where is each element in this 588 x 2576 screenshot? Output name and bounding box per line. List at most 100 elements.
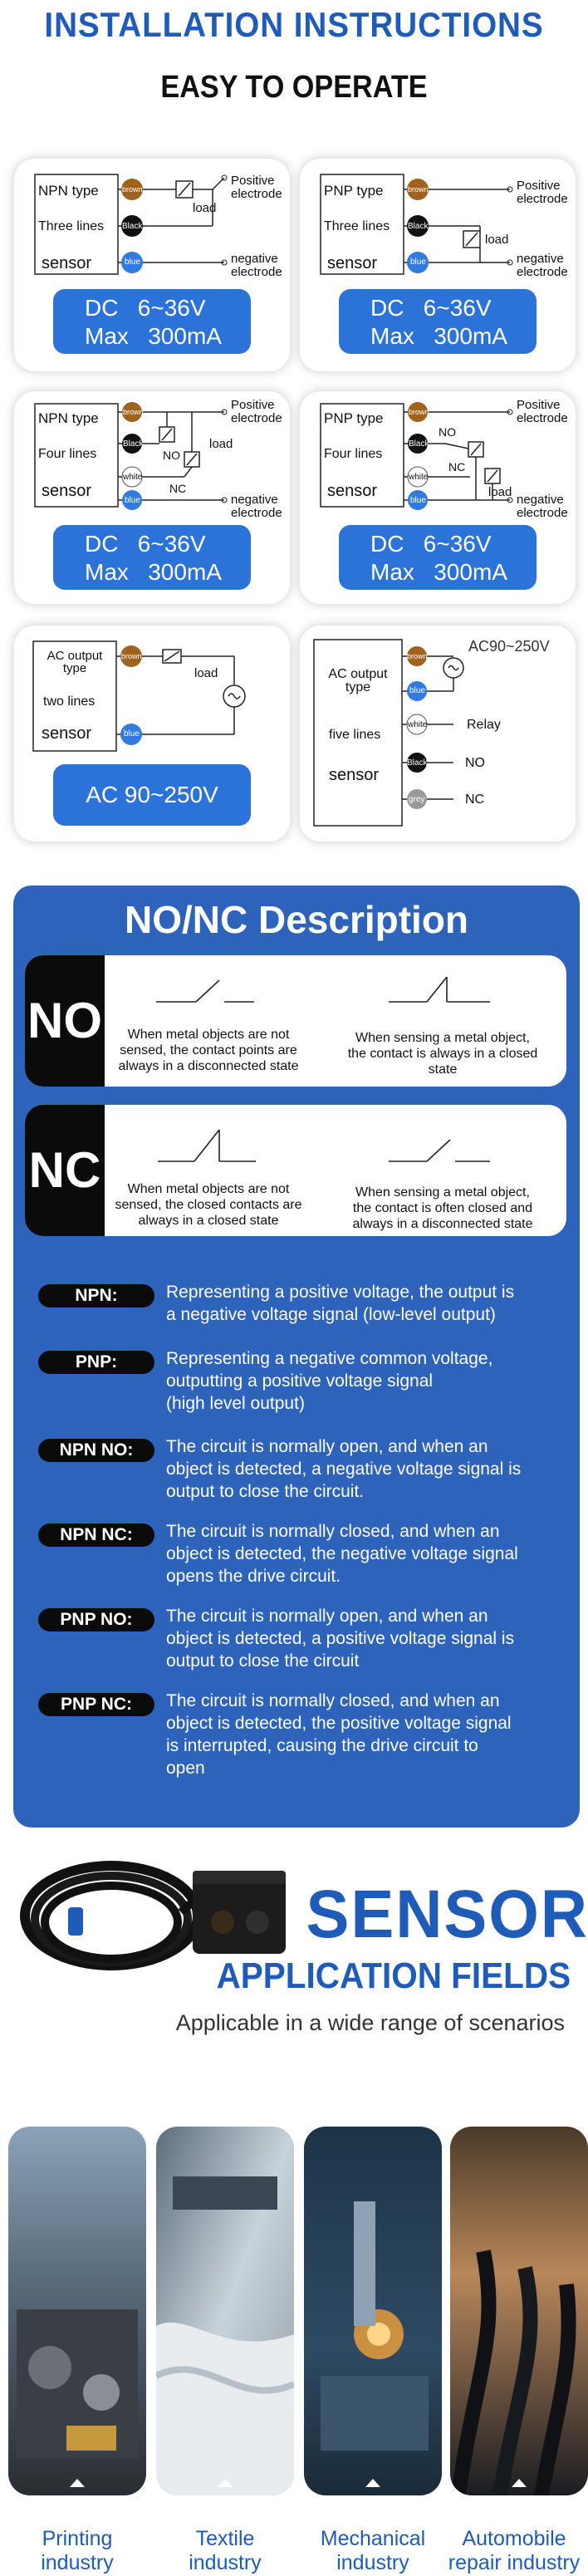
wiring-diagram xyxy=(320,402,513,510)
lines-label: Four lines xyxy=(38,447,97,461)
type-label: NPN type xyxy=(38,183,99,199)
load-label: load xyxy=(209,437,233,451)
switch-symbols xyxy=(158,1129,490,1162)
application-tagline: Applicable in a wide range of scenarios xyxy=(175,2010,565,2035)
blue-wire-label: blue xyxy=(125,258,140,267)
pnp-no-badge: PNP NO: xyxy=(38,1608,154,1631)
sensor-label: sensor xyxy=(327,482,378,500)
pnp-description: Representing a negative common voltage,o… xyxy=(166,1349,493,1413)
nonc-panel: NO/NC Description NO When metal objects … xyxy=(13,886,580,1828)
switch-symbols xyxy=(156,976,490,1003)
application-fields-heading: APPLICATION FIELDS xyxy=(216,1955,571,1996)
lines-label: Four lines xyxy=(324,447,383,461)
sensor-label: sensor xyxy=(329,766,380,784)
blue-wire-label: blue xyxy=(124,729,140,738)
page-title: INSTALLATION INSTRUCTIONS xyxy=(44,5,544,44)
sensor-label: sensor xyxy=(327,254,378,272)
mechanical-industry-image xyxy=(304,2127,442,2495)
nonc-title: NO/NC Description xyxy=(124,898,469,941)
blue-wire-label: blue xyxy=(410,496,426,505)
wiring-card-pnp-four: PNP type Four lines sensor brown Black w… xyxy=(299,390,576,605)
lines-label: Three lines xyxy=(324,219,390,233)
white-wire-label: white xyxy=(408,720,428,729)
no-label: NO xyxy=(439,425,456,439)
relay-label: Relay xyxy=(467,718,501,732)
load-label: load xyxy=(485,233,509,247)
wiring-diagram xyxy=(32,640,246,752)
wiring-card-npn-four: NPN type Four lines sensor brown Black w… xyxy=(13,390,291,605)
black-wire-label: Black xyxy=(122,222,143,231)
load-label: load xyxy=(194,666,218,680)
no-label: NO xyxy=(163,449,180,462)
wiring-diagram xyxy=(34,402,228,510)
type-label: PNP type xyxy=(324,410,384,426)
black-wire-label: Black xyxy=(123,439,144,449)
nc-label: NC xyxy=(169,482,187,495)
dc-spec: DC 6~36V Max 300mA xyxy=(53,525,251,590)
no-tag: NO xyxy=(25,955,105,1087)
white-wire-label: white xyxy=(123,473,143,482)
sensor-label: sensor xyxy=(42,482,92,500)
wiring-card-pnp-three: PNP type Three lines sensor brown Black … xyxy=(299,158,576,372)
wiring-diagram xyxy=(313,639,464,827)
brown-wire-label: brown xyxy=(122,185,143,194)
pnp-badge: PNP: xyxy=(38,1351,154,1374)
npn-badge: NPN: xyxy=(38,1284,154,1308)
nc-label: NC xyxy=(448,460,466,473)
nc-label: NC xyxy=(465,792,485,807)
load-label: load xyxy=(193,201,217,215)
lines-label: five lines xyxy=(329,728,381,742)
blue-wire-label: blue xyxy=(410,258,426,267)
no-on-description: When sensing a metal object,the contact … xyxy=(347,1031,538,1077)
type-label: PNP type xyxy=(324,183,384,199)
sensor-product-image xyxy=(20,1861,286,1970)
sensor-label: sensor xyxy=(42,724,92,743)
pnp-nc-description: The circuit is normally closed, and when… xyxy=(166,1691,512,1778)
wiring-card-npn-three: NPN type Three lines sensor brown Black … xyxy=(13,158,291,372)
black-wire-label: Black xyxy=(407,758,428,768)
black-wire-label: Black xyxy=(409,439,429,449)
pnp-nc-badge: PNP NC: xyxy=(38,1693,154,1716)
brown-wire-label: brown xyxy=(408,185,429,194)
dc-spec: DC 6~36V Max 300mA xyxy=(339,289,537,354)
brown-wire-label: brown xyxy=(121,652,142,660)
ac-voltage-label: AC90~250V xyxy=(468,638,550,655)
textile-industry-image xyxy=(156,2127,294,2495)
npn-nc-badge: NPN NC: xyxy=(38,1524,154,1547)
printing-industry-image xyxy=(8,2127,146,2495)
npn-nc-description: The circuit is normally closed, and when… xyxy=(166,1522,518,1586)
lines-label: two lines xyxy=(43,694,96,709)
wiring-diagram xyxy=(320,174,513,275)
page-subtitle: EASY TO OPERATE xyxy=(160,70,428,105)
black-wire-label: Black xyxy=(408,222,429,231)
brown-wire-label: brown xyxy=(123,408,144,416)
nc-on-description: When sensing a metal object,the contact … xyxy=(352,1185,533,1231)
white-wire-label: white xyxy=(409,473,429,482)
lines-label: Three lines xyxy=(38,219,105,233)
sensor-heading: SENSOR xyxy=(306,1877,588,1952)
nc-tag: NC xyxy=(25,1105,105,1236)
blue-wire-label: blue xyxy=(125,496,140,505)
ac-spec: AC 90~250V xyxy=(53,764,251,826)
brown-wire-label: brown xyxy=(407,652,428,660)
no-label: NO xyxy=(465,756,485,770)
wiring-diagram xyxy=(34,174,228,275)
